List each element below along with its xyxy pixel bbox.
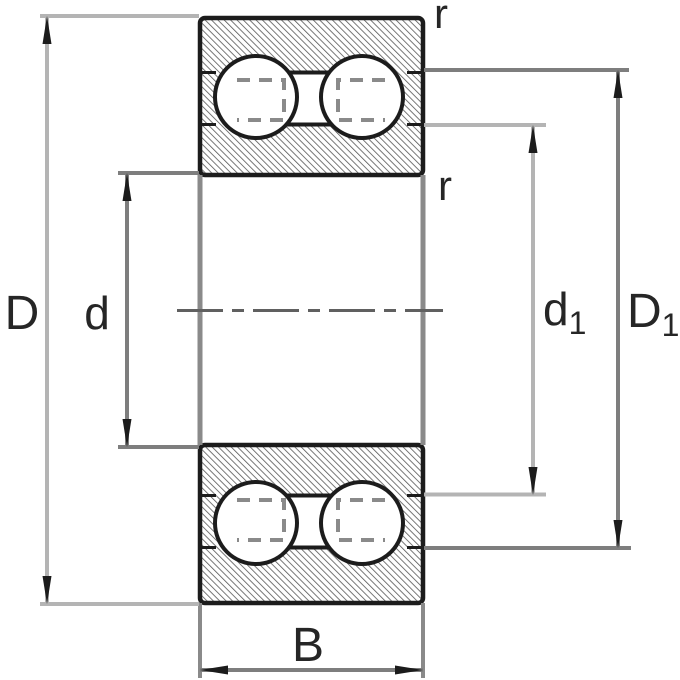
ball: [319, 54, 405, 140]
bearing-top-section: [197, 15, 426, 178]
arrow-right-icon: [395, 665, 423, 675]
dimension-d1: d1: [424, 123, 586, 497]
cage-pocket-dashed: [237, 498, 286, 542]
label-inner-shoulder-diameter: d1: [543, 283, 586, 341]
D1-base: D: [627, 285, 662, 338]
arrow-left-icon: [200, 665, 228, 675]
arrow-up-icon: [122, 173, 132, 201]
label-outer-shoulder-diameter: D1: [627, 285, 679, 343]
arrow-down-icon: [613, 520, 623, 548]
arrow-up-icon: [42, 16, 52, 44]
d1-subscript: 1: [569, 305, 587, 341]
arrow-down-icon: [42, 576, 52, 604]
cage-pocket-dashed: [237, 78, 286, 122]
dimension-D: D: [5, 14, 199, 606]
dimension-d: d: [84, 171, 199, 449]
arrow-down-icon: [122, 419, 132, 447]
d1-base: d: [543, 283, 569, 335]
label-bore-diameter: d: [84, 287, 110, 339]
arrow-up-icon: [613, 70, 623, 98]
ball: [319, 480, 405, 566]
arrow-up-icon: [528, 125, 538, 153]
cage-pocket-dashed: [336, 498, 385, 542]
cage-pocket-dashed: [336, 78, 385, 122]
label-radius-side: r: [438, 162, 452, 209]
label-radius-top: r: [434, 0, 448, 37]
dimension-B: B: [200, 619, 423, 675]
ball: [213, 54, 299, 140]
D1-subscript: 1: [662, 307, 680, 343]
bearing-bottom-section: [197, 442, 426, 606]
label-width: B: [292, 619, 324, 672]
arrow-down-icon: [528, 467, 538, 495]
dimension-D1: D1: [424, 68, 679, 550]
label-outer-diameter: D: [5, 287, 40, 340]
ball: [213, 480, 299, 566]
